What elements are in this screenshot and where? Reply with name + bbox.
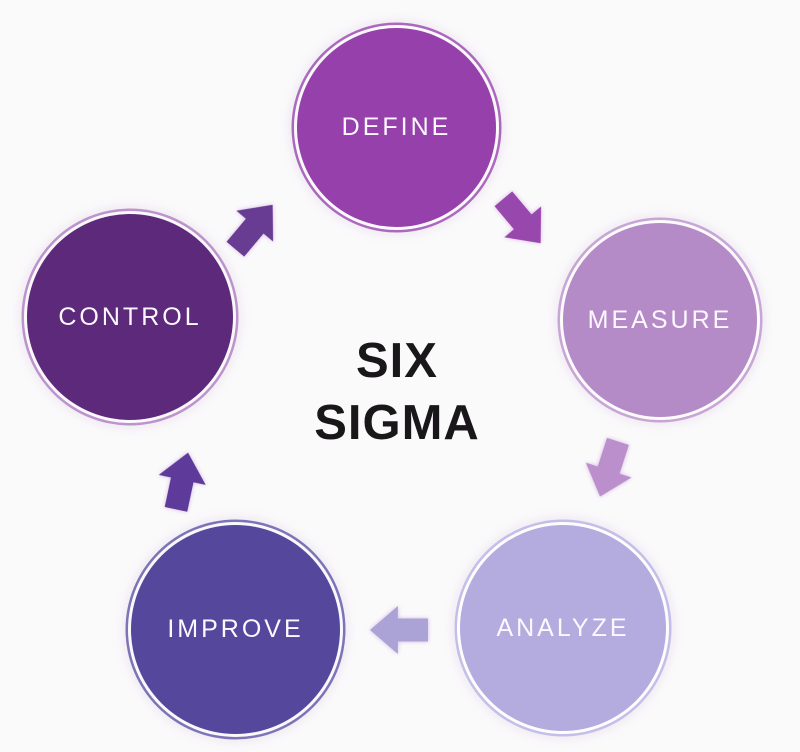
step-label-improve: IMPROVE bbox=[167, 615, 304, 643]
block-arrow-icon bbox=[577, 434, 641, 504]
step-label-analyze: ANALYZE bbox=[496, 613, 630, 642]
block-arrow-icon bbox=[370, 606, 428, 654]
step-circle-measure: MEASURE bbox=[560, 220, 760, 420]
block-arrow-icon bbox=[217, 189, 291, 264]
arrow-measure-to-analyze bbox=[577, 434, 641, 504]
arrow-control-to-define bbox=[217, 189, 291, 264]
step-circle-analyze: ANALYZE bbox=[457, 522, 669, 734]
step-circle-define: DEFINE bbox=[294, 25, 499, 230]
arrow-define-to-measure bbox=[485, 183, 559, 258]
center-title-line-2: SIGMA bbox=[314, 396, 480, 451]
step-label-measure: MEASURE bbox=[587, 305, 733, 334]
arrow-improve-to-control bbox=[152, 448, 211, 515]
center-title-line-1: SIX bbox=[356, 334, 438, 388]
step-circle-control: CONTROL bbox=[24, 211, 236, 423]
block-arrow-icon bbox=[485, 183, 559, 258]
arrow-analyze-to-improve bbox=[370, 606, 428, 654]
step-label-define: DEFINE bbox=[341, 113, 452, 141]
step-circle-improve: IMPROVE bbox=[128, 522, 343, 737]
block-arrow-icon bbox=[152, 448, 211, 515]
step-label-control: CONTROL bbox=[58, 302, 202, 331]
center-title: SIX SIGMA bbox=[314, 330, 480, 454]
